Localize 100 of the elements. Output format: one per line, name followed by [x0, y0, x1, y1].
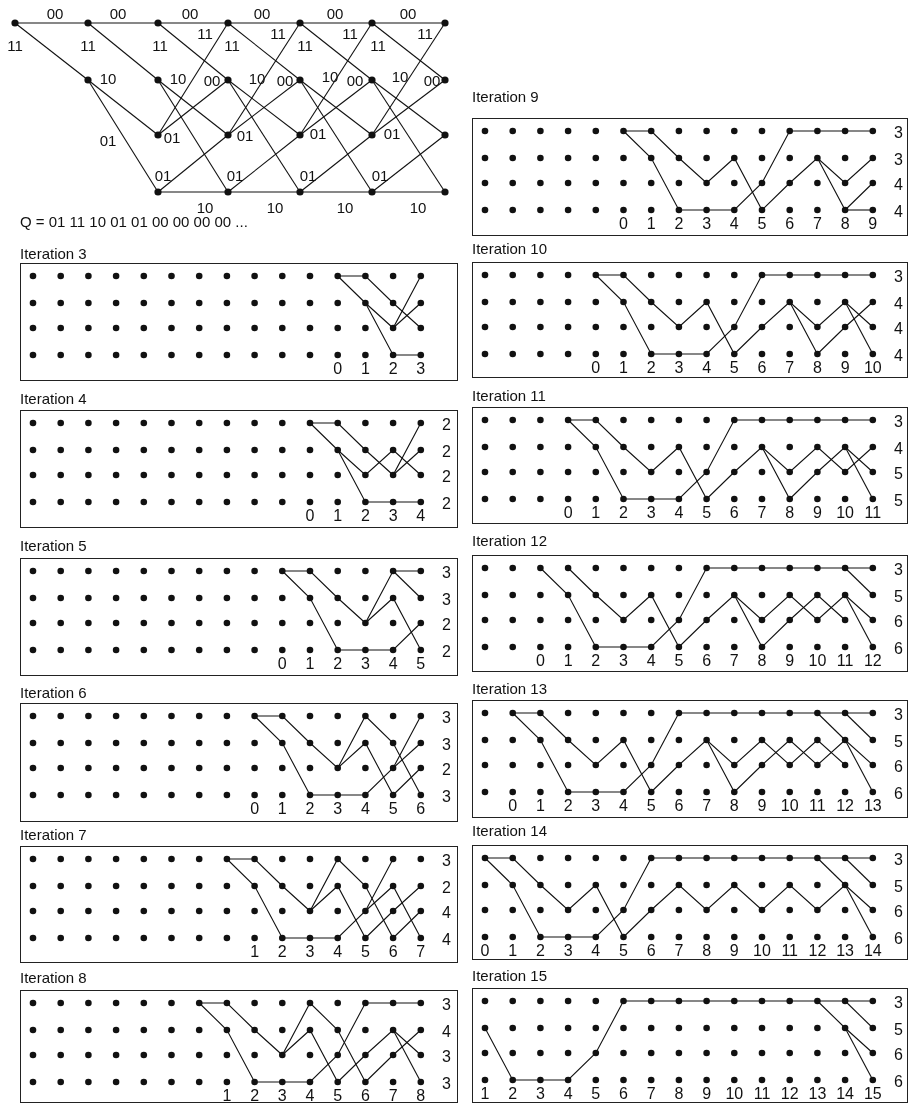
- column-index: 2: [535, 943, 545, 959]
- branch-label: 00: [46, 5, 64, 21]
- path-metric: 4: [894, 296, 903, 312]
- path-metric: 4: [894, 204, 903, 220]
- column-index: 1: [305, 656, 315, 672]
- column-index: 8: [729, 798, 739, 814]
- column-index: 9: [785, 653, 795, 669]
- branch-label: 00: [423, 72, 441, 88]
- path-metric: 2: [442, 444, 451, 460]
- path-metric: 4: [894, 441, 903, 457]
- branch-label: 10: [409, 199, 427, 215]
- panel-heading: Iteration 14: [472, 823, 548, 838]
- branch-label: 11: [224, 37, 240, 53]
- column-index: 7: [812, 216, 822, 232]
- branch-label: 11: [417, 25, 433, 41]
- column-index: 3: [674, 360, 684, 376]
- column-index: 4: [333, 944, 343, 960]
- column-index: 0: [508, 798, 518, 814]
- path-metric: 3: [894, 125, 903, 141]
- panel-heading: Iteration 8: [20, 970, 87, 985]
- trellis-panel: [20, 970, 458, 1103]
- column-index: 1: [535, 798, 545, 814]
- column-index: 4: [619, 798, 628, 814]
- path-metric: 3: [894, 269, 903, 285]
- branch-label: 10: [99, 70, 117, 86]
- branch-label: 01: [236, 127, 254, 143]
- path-metric: 4: [442, 1024, 451, 1040]
- column-index: 3: [702, 216, 712, 232]
- column-index: 0: [591, 360, 601, 376]
- panel-heading: Iteration 6: [20, 685, 87, 700]
- path-metric: 3: [442, 710, 451, 726]
- path-metric: 6: [894, 786, 903, 802]
- branch-label: 11: [80, 37, 96, 53]
- column-index: 0: [535, 653, 545, 669]
- column-index: 13: [808, 1086, 827, 1102]
- column-index: 4: [702, 360, 712, 376]
- column-index: 5: [702, 505, 712, 521]
- branch-label: 01: [299, 167, 317, 183]
- column-index: 7: [785, 360, 795, 376]
- column-index: 2: [333, 656, 343, 672]
- column-index: 1: [277, 801, 287, 817]
- path-metric: 5: [894, 1022, 903, 1038]
- column-index: 3: [277, 1088, 287, 1104]
- panel-heading: Iteration 13: [472, 681, 548, 696]
- path-metric: 3: [442, 853, 451, 869]
- branch-label: 00: [253, 5, 271, 21]
- column-index: 5: [646, 798, 656, 814]
- branch-label: 11: [342, 25, 358, 41]
- path-metric: 5: [894, 466, 903, 482]
- column-index: 9: [729, 943, 739, 959]
- panel-heading: Iteration 12: [472, 533, 548, 548]
- path-metric: 3: [442, 565, 451, 581]
- panel-heading: Iteration 10: [472, 241, 548, 256]
- panel-heading: Iteration 11: [472, 388, 546, 403]
- column-index: 11: [753, 1086, 771, 1102]
- column-index: 1: [508, 943, 518, 959]
- panel-heading: Iteration 5: [20, 538, 87, 553]
- column-index: 1: [646, 216, 656, 232]
- column-index: 7: [702, 798, 712, 814]
- column-index: 8: [812, 360, 822, 376]
- column-index: 10: [725, 1086, 744, 1102]
- column-index: 9: [840, 360, 850, 376]
- path-metric: 2: [442, 496, 451, 512]
- panel-heading: Iteration 4: [20, 391, 87, 406]
- path-metric: 3: [894, 852, 903, 868]
- column-index: 2: [674, 216, 684, 232]
- column-index: 4: [563, 1086, 573, 1102]
- branch-label: 00: [346, 72, 364, 88]
- branch-label: 00: [276, 72, 294, 88]
- column-index: 9: [702, 1086, 712, 1102]
- column-index: 0: [619, 216, 628, 232]
- branch-label: 10: [266, 199, 284, 215]
- column-index: 3: [333, 801, 343, 817]
- trellis-panel: [472, 89, 908, 236]
- branch-label: 11: [7, 37, 23, 53]
- column-index: 2: [277, 944, 287, 960]
- path-metric: 5: [894, 589, 903, 605]
- column-index: 2: [563, 798, 573, 814]
- column-index: 8: [674, 1086, 684, 1102]
- column-index: 1: [619, 360, 628, 376]
- path-metric: 6: [894, 1047, 903, 1063]
- column-index: 10: [863, 360, 882, 376]
- column-index: 3: [360, 656, 370, 672]
- column-index: 0: [277, 656, 287, 672]
- branch-label: 10: [336, 199, 354, 215]
- column-index: 6: [646, 943, 656, 959]
- path-metric: 2: [442, 617, 451, 633]
- path-metric: 3: [894, 414, 903, 430]
- column-index: 2: [646, 360, 656, 376]
- column-index: 7: [757, 505, 767, 521]
- column-index: 1: [250, 944, 260, 960]
- column-index: 4: [360, 801, 370, 817]
- path-metric: 2: [442, 880, 451, 896]
- column-index: 6: [388, 944, 398, 960]
- path-metric: 3: [442, 789, 451, 805]
- branch-label: 11: [370, 37, 386, 53]
- column-index: 3: [646, 505, 656, 521]
- column-index: 13: [863, 798, 882, 814]
- path-metric: 4: [442, 932, 451, 948]
- path-metric: 2: [442, 469, 451, 485]
